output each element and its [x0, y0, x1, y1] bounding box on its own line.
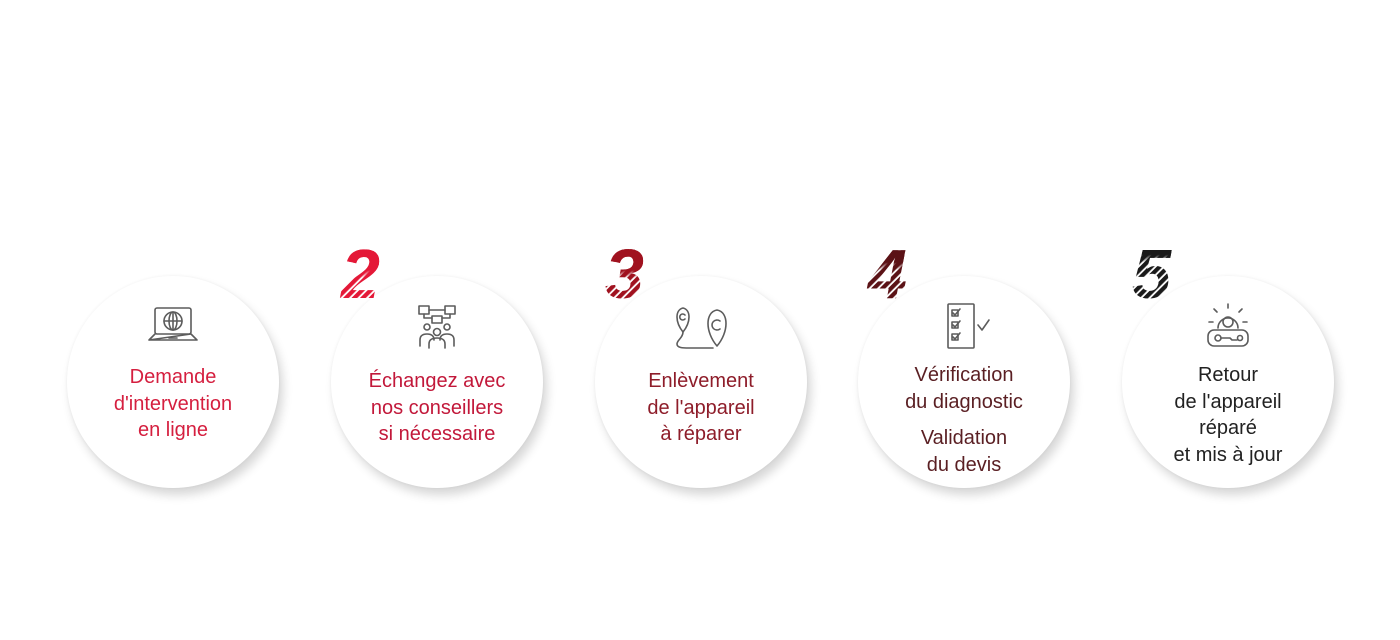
step-2-label: Échangez avec nos conseillers si nécessa…	[368, 370, 506, 445]
svg-text:4: 4	[866, 235, 907, 313]
step-5-label: Retour de l'appareil réparé et mis à jou…	[1173, 364, 1283, 466]
step-3: 3 3 Enlèvement de l'appareil à réparer	[595, 235, 815, 496]
step-circle	[331, 276, 543, 488]
step-5-number: 5 5	[1128, 235, 1186, 313]
step-4-number: 4 4	[864, 235, 922, 313]
step-4-label: Vérification du diagnostic Validation du…	[905, 364, 1023, 476]
location-pins-route-icon	[669, 302, 733, 350]
step-circle	[1122, 276, 1334, 488]
step-circle	[595, 276, 807, 488]
gear-repair-icon	[1196, 302, 1260, 350]
svg-text:2: 2	[339, 235, 380, 313]
step-4: 4 4 Vérification du diagnostic Validatio…	[858, 235, 1078, 496]
checklist-icon	[932, 302, 996, 350]
svg-text:4: 4	[866, 235, 907, 313]
step-2-number: 2 2	[337, 235, 395, 313]
step-3-label: Enlèvement de l'appareil à réparer	[647, 370, 755, 445]
laptop-globe-icon	[141, 302, 205, 350]
step-3-number: 3 3	[601, 235, 659, 313]
step-circle	[858, 276, 1070, 488]
svg-text:2: 2	[339, 235, 380, 313]
people-network-icon	[405, 302, 469, 350]
step-2: 2 2 Échangez avec nos conseillers si néc…	[331, 235, 551, 496]
step-5: 5 5 Retour de l'appareil réparé et mis à…	[1122, 235, 1342, 496]
step-1: Demande d'intervention en ligne	[67, 236, 287, 496]
svg-text:5: 5	[1132, 235, 1172, 313]
svg-text:3: 3	[605, 235, 644, 313]
svg-text:3: 3	[605, 235, 644, 313]
step-1-label: Demande d'intervention en ligne	[113, 366, 233, 441]
svg-text:5: 5	[1132, 235, 1172, 313]
